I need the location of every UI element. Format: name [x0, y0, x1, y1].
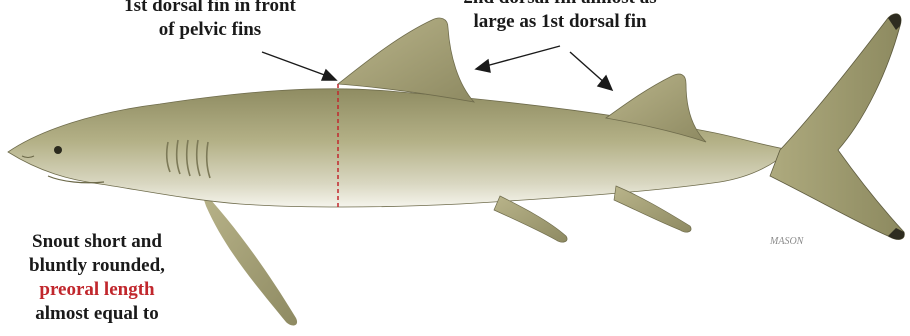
anal-fin — [614, 186, 691, 232]
annotation-line: bluntly rounded, — [0, 254, 194, 278]
annotation-line: 2nd dorsal fin almost as — [430, 0, 690, 10]
pelvic-fin — [494, 196, 567, 242]
annotation-line: of pelvic fins — [80, 18, 340, 42]
second-dorsal-fin-annotation: 2nd dorsal fin almost as large as 1st do… — [430, 0, 690, 34]
first-dorsal-fin-annotation: 1st dorsal fin in front of pelvic fins — [80, 0, 340, 42]
caudal-fin — [770, 14, 904, 240]
artist-signature: MASON — [769, 236, 805, 247]
eye — [54, 146, 62, 154]
annotation-line: Snout short and — [0, 230, 194, 254]
snout-annotation: Snout short and bluntly rounded, preoral… — [0, 230, 194, 326]
pectoral-fin — [200, 188, 297, 325]
annotation-line: almost equal to — [0, 302, 194, 326]
annotation-line: 1st dorsal fin in front — [80, 0, 340, 18]
preoral-length-highlight: preoral length — [0, 278, 194, 302]
annotation-line: large as 1st dorsal fin — [430, 10, 690, 34]
